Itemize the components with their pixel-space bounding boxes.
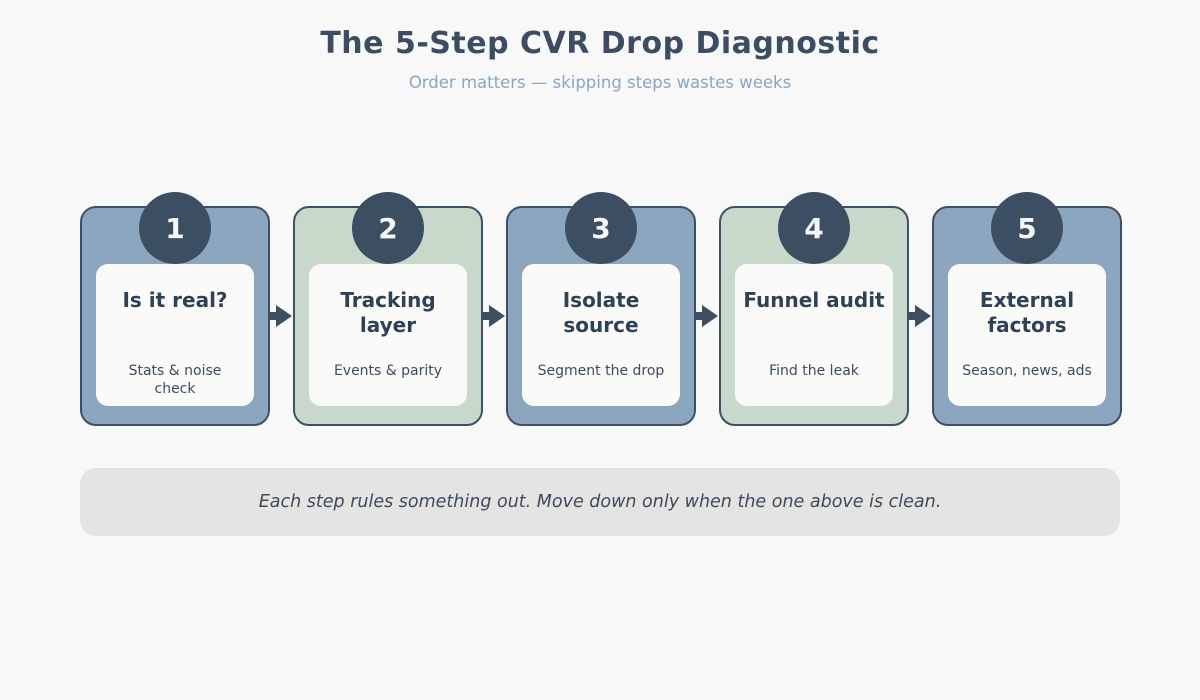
step-number-badge: 1 — [139, 192, 211, 264]
footer-note: Each step rules something out. Move down… — [80, 468, 1120, 536]
page-subtitle: Order matters — skipping steps wastes we… — [408, 73, 792, 92]
steps-row: 1 Is it real? Stats & noise check 2 Trac… — [80, 192, 1122, 426]
page-title: The 5-Step CVR Drop Diagnostic — [320, 26, 880, 61]
step-subtitle: Stats & noise check — [128, 363, 222, 397]
step-title: Tracking layer — [340, 288, 436, 337]
arrow-right-icon — [909, 206, 932, 426]
step-inner-panel: Is it real? Stats & noise check — [96, 264, 254, 406]
step-inner-panel: External factors Season, news, ads — [948, 264, 1106, 406]
header: The 5-Step CVR Drop Diagnostic Order mat… — [0, 26, 1200, 92]
step-subtitle: Season, news, ads — [962, 363, 1092, 379]
arrow-right-icon — [483, 206, 506, 426]
step-number-badge: 5 — [991, 192, 1063, 264]
step-card-2: 2 Tracking layer Events & parity — [293, 192, 483, 426]
step-card-3: 3 Isolate source Segment the drop — [506, 192, 696, 426]
arrow-right-icon — [270, 206, 293, 426]
step-title: Is it real? — [122, 288, 228, 312]
step-number-badge: 3 — [565, 192, 637, 264]
step-number-badge: 2 — [352, 192, 424, 264]
step-title: External factors — [979, 288, 1075, 337]
step-subtitle: Segment the drop — [537, 363, 665, 379]
step-subtitle: Find the leak — [769, 363, 859, 379]
step-title: Isolate source — [562, 288, 640, 337]
step-number-badge: 4 — [778, 192, 850, 264]
step-inner-panel: Funnel audit Find the leak — [735, 264, 893, 406]
arrow-right-icon — [696, 206, 719, 426]
step-card-4: 4 Funnel audit Find the leak — [719, 192, 909, 426]
step-subtitle: Events & parity — [333, 363, 443, 379]
step-card-5: 5 External factors Season, news, ads — [932, 192, 1122, 426]
step-title: Funnel audit — [743, 288, 885, 312]
step-inner-panel: Tracking layer Events & parity — [309, 264, 467, 406]
step-card-1: 1 Is it real? Stats & noise check — [80, 192, 270, 426]
step-inner-panel: Isolate source Segment the drop — [522, 264, 680, 406]
footer-note-text: Each step rules something out. Move down… — [258, 492, 942, 512]
